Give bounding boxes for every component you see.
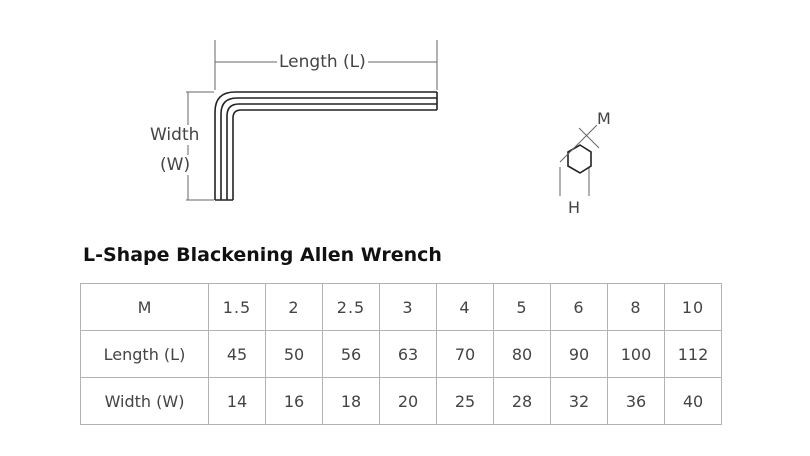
table-cell: 112 [664, 330, 722, 378]
width-label-line1: Width [150, 125, 200, 145]
dimension-drawing [186, 40, 600, 201]
table-cell: 32 [550, 377, 608, 425]
table-cell: 6 [550, 283, 608, 331]
table-row-width: Width (W) 14 16 18 20 25 28 32 36 40 [80, 377, 722, 425]
table-cell: 14 [208, 377, 266, 425]
table-cell: 28 [493, 377, 551, 425]
wrench-outline-inner-2 [226, 103, 437, 200]
table-cell: 4 [436, 283, 494, 331]
table-cell: 25 [436, 377, 494, 425]
table-cell: 10 [664, 283, 722, 331]
table-cell: 50 [265, 330, 323, 378]
table-cell: 100 [607, 330, 665, 378]
table-cell: 2.5 [322, 283, 380, 331]
table-cell: 80 [493, 330, 551, 378]
table-cell: 16 [265, 377, 323, 425]
table-row-length: Length (L) 45 50 56 63 70 80 90 100 112 [80, 330, 722, 378]
table-cell: 40 [664, 377, 722, 425]
wrench-outline-inner-3 [232, 109, 437, 200]
hex-h-label: H [568, 198, 581, 218]
table-cell: 5 [493, 283, 551, 331]
table-cell: 2 [265, 283, 323, 331]
table-cell: 18 [322, 377, 380, 425]
wrench-outline-outer [214, 91, 437, 200]
table-cell: 90 [550, 330, 608, 378]
hex-m-dimension-line [559, 124, 598, 163]
table-cell: 20 [379, 377, 437, 425]
row-header-length: Length (L) [80, 330, 209, 378]
length-label: Length (L) [277, 52, 368, 72]
table-cell: 8 [607, 283, 665, 331]
table-cell: 56 [322, 330, 380, 378]
product-title: L-Shape Blackening Allen Wrench [83, 244, 442, 266]
table-cell: 1.5 [208, 283, 266, 331]
table-cell: 3 [379, 283, 437, 331]
hex-m-extension [578, 127, 600, 149]
row-header-width: Width (W) [80, 377, 209, 425]
table-cell: 63 [379, 330, 437, 378]
row-header-m: M [80, 283, 209, 331]
wrench-outline-inner-1 [220, 97, 437, 200]
table-cell: 45 [208, 330, 266, 378]
table-cell: 70 [436, 330, 494, 378]
size-spec-table: M 1.5 2 2.5 3 4 5 6 8 10 Length (L) 45 5… [80, 283, 722, 425]
hex-m-label: M [597, 109, 611, 129]
hex-cross-section [567, 144, 592, 174]
table-cell: 36 [607, 377, 665, 425]
table-row-m: M 1.5 2 2.5 3 4 5 6 8 10 [80, 283, 722, 331]
wrench-dimension-diagram: Length (L) Width (W) M H [150, 40, 611, 218]
width-label-line2: (W) [160, 155, 191, 175]
